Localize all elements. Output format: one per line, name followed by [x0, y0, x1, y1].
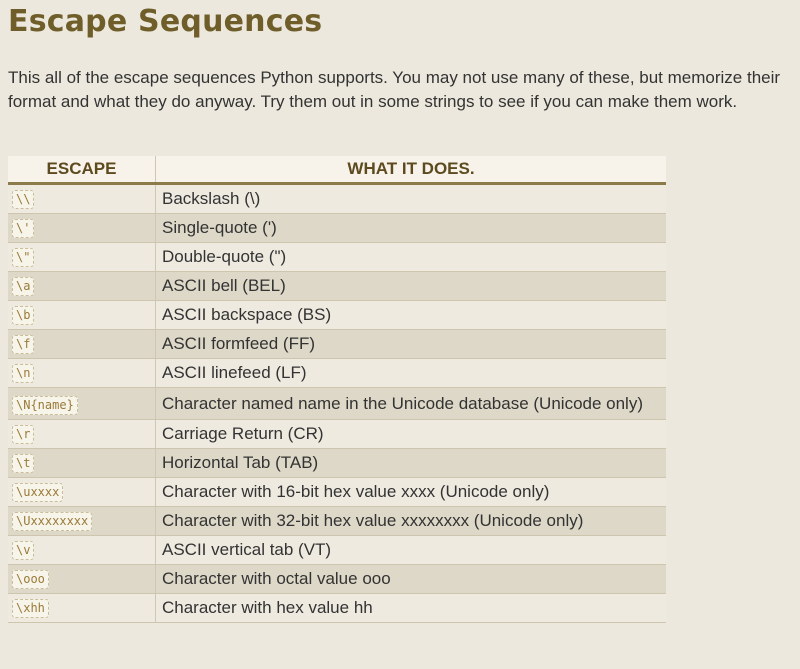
escape-code: \'	[12, 219, 35, 239]
escape-code: \b	[12, 306, 35, 326]
escape-description: Horizontal Tab (TAB)	[155, 448, 666, 478]
table-row: \t Horizontal Tab (TAB)	[8, 448, 666, 478]
table-row: \\ Backslash (\)	[8, 183, 666, 214]
escape-code: \N{name}	[12, 396, 78, 416]
escape-description: ASCII linefeed (LF)	[155, 358, 666, 388]
escape-code: \xhh	[12, 599, 49, 619]
page-title: Escape Sequences	[8, 4, 323, 39]
escape-description: ASCII formfeed (FF)	[155, 329, 666, 359]
escape-code: \n	[12, 364, 35, 384]
escape-code: \\	[12, 190, 35, 210]
table-row: \N{name} Character named name in the Uni…	[8, 387, 666, 420]
escape-description: ASCII backspace (BS)	[155, 300, 666, 330]
table-row: \f ASCII formfeed (FF)	[8, 329, 666, 359]
table-row: \uxxxx Character with 16-bit hex value x…	[8, 477, 666, 507]
escape-description: Double-quote (")	[155, 242, 666, 272]
table-row: \xhh Character with hex value hh	[8, 593, 666, 623]
escape-sequence-table: ESCAPE WHAT IT DOES. \\ Backslash (\) \'…	[8, 156, 666, 623]
table-row: \n ASCII linefeed (LF)	[8, 358, 666, 388]
table-row: \Uxxxxxxxx Character with 32-bit hex val…	[8, 506, 666, 536]
header-escape: ESCAPE	[8, 156, 156, 185]
table-row: \" Double-quote (")	[8, 242, 666, 272]
escape-code: \uxxxx	[12, 483, 64, 503]
table-row: \b ASCII backspace (BS)	[8, 300, 666, 330]
escape-code: \Uxxxxxxxx	[12, 512, 93, 532]
escape-description: Carriage Return (CR)	[155, 419, 666, 449]
escape-description: Single-quote (')	[155, 213, 666, 243]
escape-description: Character named name in the Unicode data…	[155, 387, 666, 420]
escape-code: \a	[12, 277, 35, 297]
escape-description: Character with 32-bit hex value xxxxxxxx…	[155, 506, 666, 536]
table-header-row: ESCAPE WHAT IT DOES.	[8, 156, 666, 185]
table-row: \' Single-quote (')	[8, 213, 666, 243]
escape-code: \r	[12, 425, 35, 445]
escape-description: Character with hex value hh	[155, 593, 666, 623]
table-row: \r Carriage Return (CR)	[8, 419, 666, 449]
escape-code: \ooo	[12, 570, 49, 590]
table-row: \a ASCII bell (BEL)	[8, 271, 666, 301]
escape-description: ASCII bell (BEL)	[155, 271, 666, 301]
table-row: \ooo Character with octal value ooo	[8, 564, 666, 594]
escape-code: \f	[12, 335, 35, 355]
intro-paragraph: This all of the escape sequences Python …	[8, 68, 781, 111]
escape-description: ASCII vertical tab (VT)	[155, 535, 666, 565]
escape-description: Character with 16-bit hex value xxxx (Un…	[155, 477, 666, 507]
escape-code: \"	[12, 248, 35, 268]
escape-code: \v	[12, 541, 35, 561]
table-row: \v ASCII vertical tab (VT)	[8, 535, 666, 565]
header-what-it-does: WHAT IT DOES.	[155, 156, 666, 185]
escape-code: \t	[12, 454, 35, 474]
escape-description: Character with octal value ooo	[155, 564, 666, 594]
escape-description: Backslash (\)	[155, 183, 666, 214]
